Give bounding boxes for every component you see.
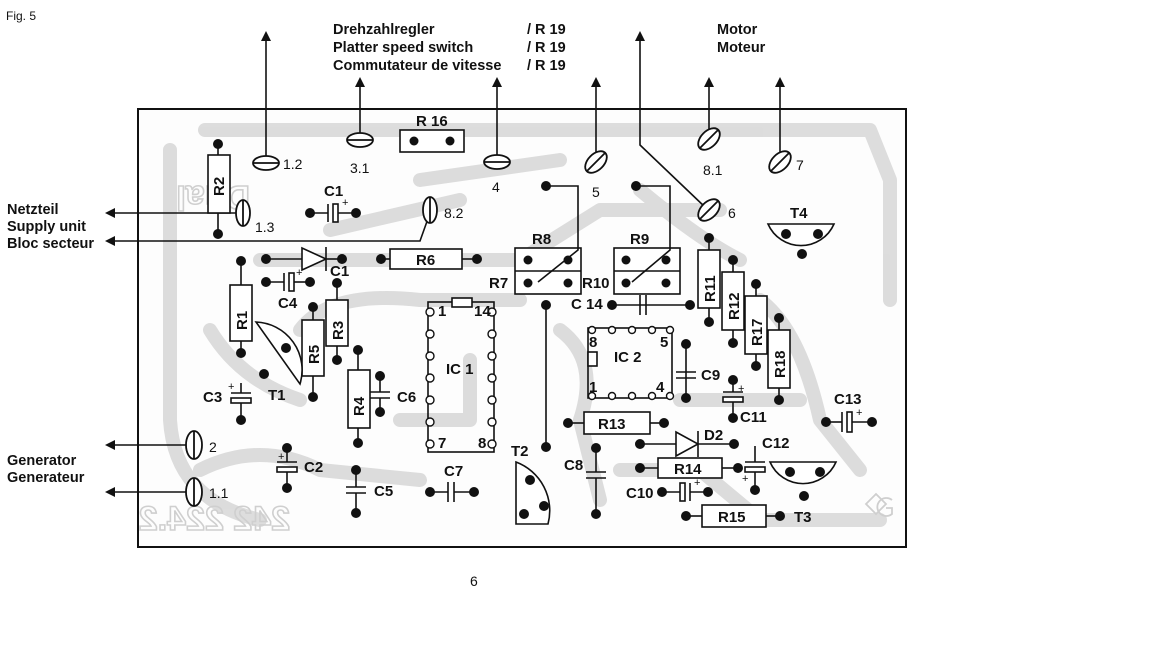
page-number: 6 [470,573,478,589]
svg-text:+: + [856,407,862,419]
terminal-labels: 1.2 3.1 4 5 8.1 7 1.3 8.2 6 2 1.1 [209,156,804,501]
generator-label-fr: Generateur [7,470,85,486]
label-r8: R8 [532,231,551,248]
svg-text:+: + [296,267,302,279]
supply-label-fr: Bloc secteur [7,236,95,252]
figure-label: Fig. 5 [6,9,37,23]
label-ic2: IC 2 [614,349,642,366]
terminal-1-2: 1.2 [283,156,303,172]
label-r10: R10 [582,275,610,292]
svg-text:+: + [738,383,744,395]
motor-label-fr: Moteur [717,40,766,56]
label-ic2-pin8: 8 [589,334,597,351]
label-ic1-pin14: 14 [474,303,491,320]
label-r11: R11 [702,275,719,302]
svg-text:+: + [742,473,748,485]
label-ic2-pin5: 5 [660,334,668,351]
label-t2: T2 [511,443,529,460]
label-ic2-pin1: 1 [589,379,597,396]
label-c7: C7 [444,463,463,480]
speed-ref-3: / R 19 [527,58,566,74]
terminal-8-2: 8.2 [444,205,464,221]
speed-label-de: Drehzahlregler [333,22,435,38]
label-c9: C9 [701,367,720,384]
terminal-8-1: 8.1 [703,162,723,178]
label-ic1-pin1: 1 [438,303,446,320]
label-c4: C4 [278,295,298,312]
label-c3: C3 [203,389,222,406]
terminal-1-3: 1.3 [255,219,275,235]
motor-label-de: Motor [717,22,758,38]
component-labels: R 16 R2 C1 R6 C1 R1 C4 R3 R5 T1 C3 R4 C6… [203,113,862,526]
label-r2: R2 [211,177,228,196]
label-ic1-pin7: 7 [438,435,446,452]
label-r17: R17 [749,318,766,346]
label-r18: R18 [772,350,789,378]
terminal-5: 5 [592,184,600,200]
label-r3: R3 [330,321,347,340]
g-logo-mark [864,492,893,517]
external-arrows [105,31,785,497]
terminal-4: 4 [492,179,500,195]
connector-terminals [185,127,792,507]
svg-text:+: + [342,197,348,209]
svg-text:+: + [228,381,234,393]
label-d2: D2 [704,427,723,444]
terminal-7: 7 [796,157,804,173]
supply-label-de: Netzteil [7,202,59,218]
label-c1-mid: C1 [330,263,349,280]
speed-ref-1: / R 19 [527,22,566,38]
solder-pads [213,136,877,521]
ic-pin-pads [425,307,675,449]
label-c11: C11 [740,409,767,426]
label-c8: C8 [564,457,583,474]
supply-label-en: Supply unit [7,219,86,235]
label-r13: R13 [598,416,626,433]
terminal-2: 2 [209,439,217,455]
label-ic1: IC 1 [446,361,474,378]
part-number-mark: 242 224.2 [139,500,290,538]
label-r15: R15 [718,509,746,526]
speed-label-en: Platter speed switch [333,40,474,56]
svg-text:+: + [278,451,284,463]
label-r1: R1 [234,311,251,330]
label-r12: R12 [726,292,743,320]
label-c6: C6 [397,389,416,406]
label-c2: C2 [304,459,323,476]
speed-ref-2: / R 19 [527,40,566,56]
label-c1-top: C1 [324,183,343,200]
label-r9: R9 [630,231,649,248]
label-r16: R 16 [416,113,448,130]
generator-label-de: Generator [7,453,77,469]
terminal-6: 6 [728,205,736,221]
label-c10: C10 [626,485,654,502]
label-t3: T3 [794,509,812,526]
label-t1: T1 [268,387,286,404]
label-c13: C13 [834,391,862,408]
label-r14: R14 [674,461,702,478]
label-ic1-pin8: 8 [478,435,486,452]
label-t4: T4 [790,205,808,222]
components [207,129,838,528]
label-c5: C5 [374,483,393,500]
label-r5: R5 [306,345,323,364]
label-c14: C 14 [571,296,603,313]
svg-text:+: + [694,477,700,489]
terminal-1-1: 1.1 [209,485,229,501]
label-r6: R6 [416,252,435,269]
speed-label-fr: Commutateur de vitesse [333,58,502,74]
label-ic2-pin4: 4 [656,379,665,396]
polarity-marks: + + + + + + + + [228,197,862,489]
terminal-3-1: 3.1 [350,160,370,176]
label-r7: R7 [489,275,508,292]
label-c12: C12 [762,435,790,452]
label-r4: R4 [351,396,368,416]
